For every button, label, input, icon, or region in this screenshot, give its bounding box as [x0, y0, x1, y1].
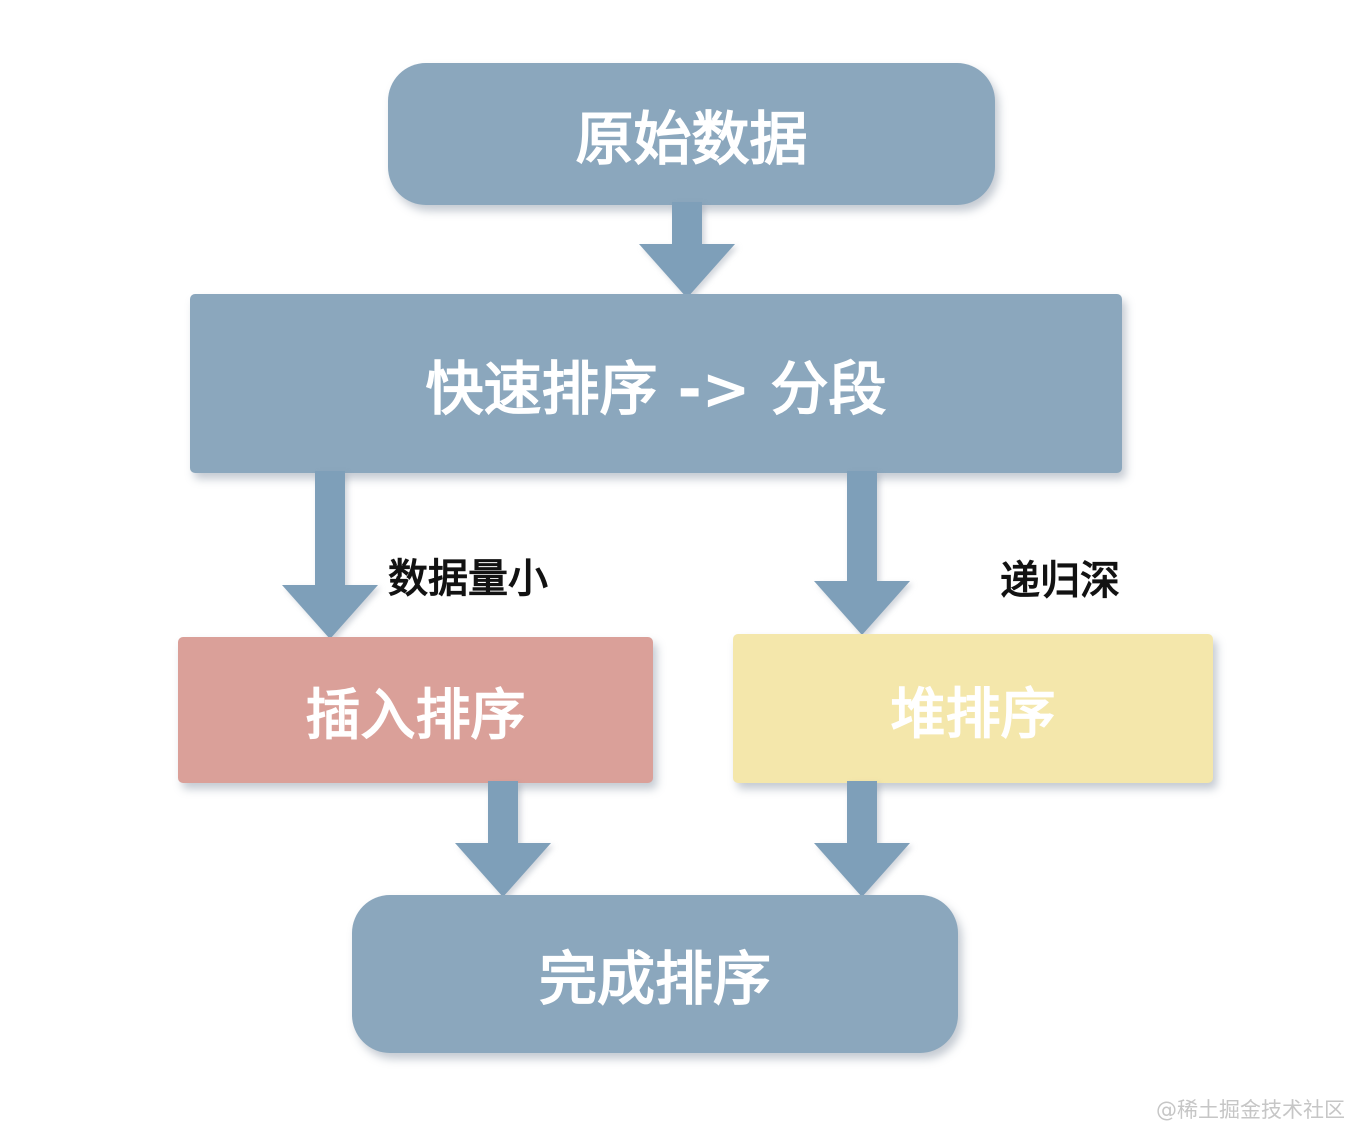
arrow-quicksort-to-heap-icon [814, 471, 910, 635]
edge-label-small-data: 数据量小 [388, 556, 548, 602]
arrow-head [282, 585, 378, 639]
node-heap-sort-label: 堆排序 [890, 681, 1056, 746]
node-insertion-sort: 插入排序 [178, 637, 653, 783]
node-sort-finished: 完成排序 [352, 895, 958, 1053]
node-quicksort-partition: 快速排序 -> 分段 [190, 294, 1122, 473]
arrow-head [814, 581, 910, 635]
arrow-source-to-quicksort-icon [639, 202, 735, 298]
arrow-shaft [488, 781, 518, 843]
arrow-head [455, 843, 551, 897]
arrow-heap-to-finished-icon [814, 781, 910, 897]
edge-label-deep-recursion: 递归深 [1000, 558, 1120, 604]
node-heap-sort: 堆排序 [733, 634, 1213, 783]
node-original-data-label: 原始数据 [575, 105, 808, 173]
arrow-insertion-to-finished-icon [455, 781, 551, 897]
arrow-head [814, 843, 910, 897]
arrow-shaft [847, 471, 877, 581]
arrow-head [639, 244, 735, 298]
arrow-quicksort-to-insertion-icon [282, 471, 378, 639]
node-insertion-sort-label: 插入排序 [305, 683, 526, 747]
arrow-shaft [315, 471, 345, 585]
watermark: @稀土掘金技术社区 [1156, 1098, 1345, 1122]
node-sort-finished-label: 完成排序 [538, 945, 771, 1013]
node-quicksort-partition-label: 快速排序 -> 分段 [425, 354, 887, 423]
arrow-shaft [672, 202, 702, 244]
arrow-shaft [847, 781, 877, 843]
node-original-data: 原始数据 [388, 63, 995, 205]
